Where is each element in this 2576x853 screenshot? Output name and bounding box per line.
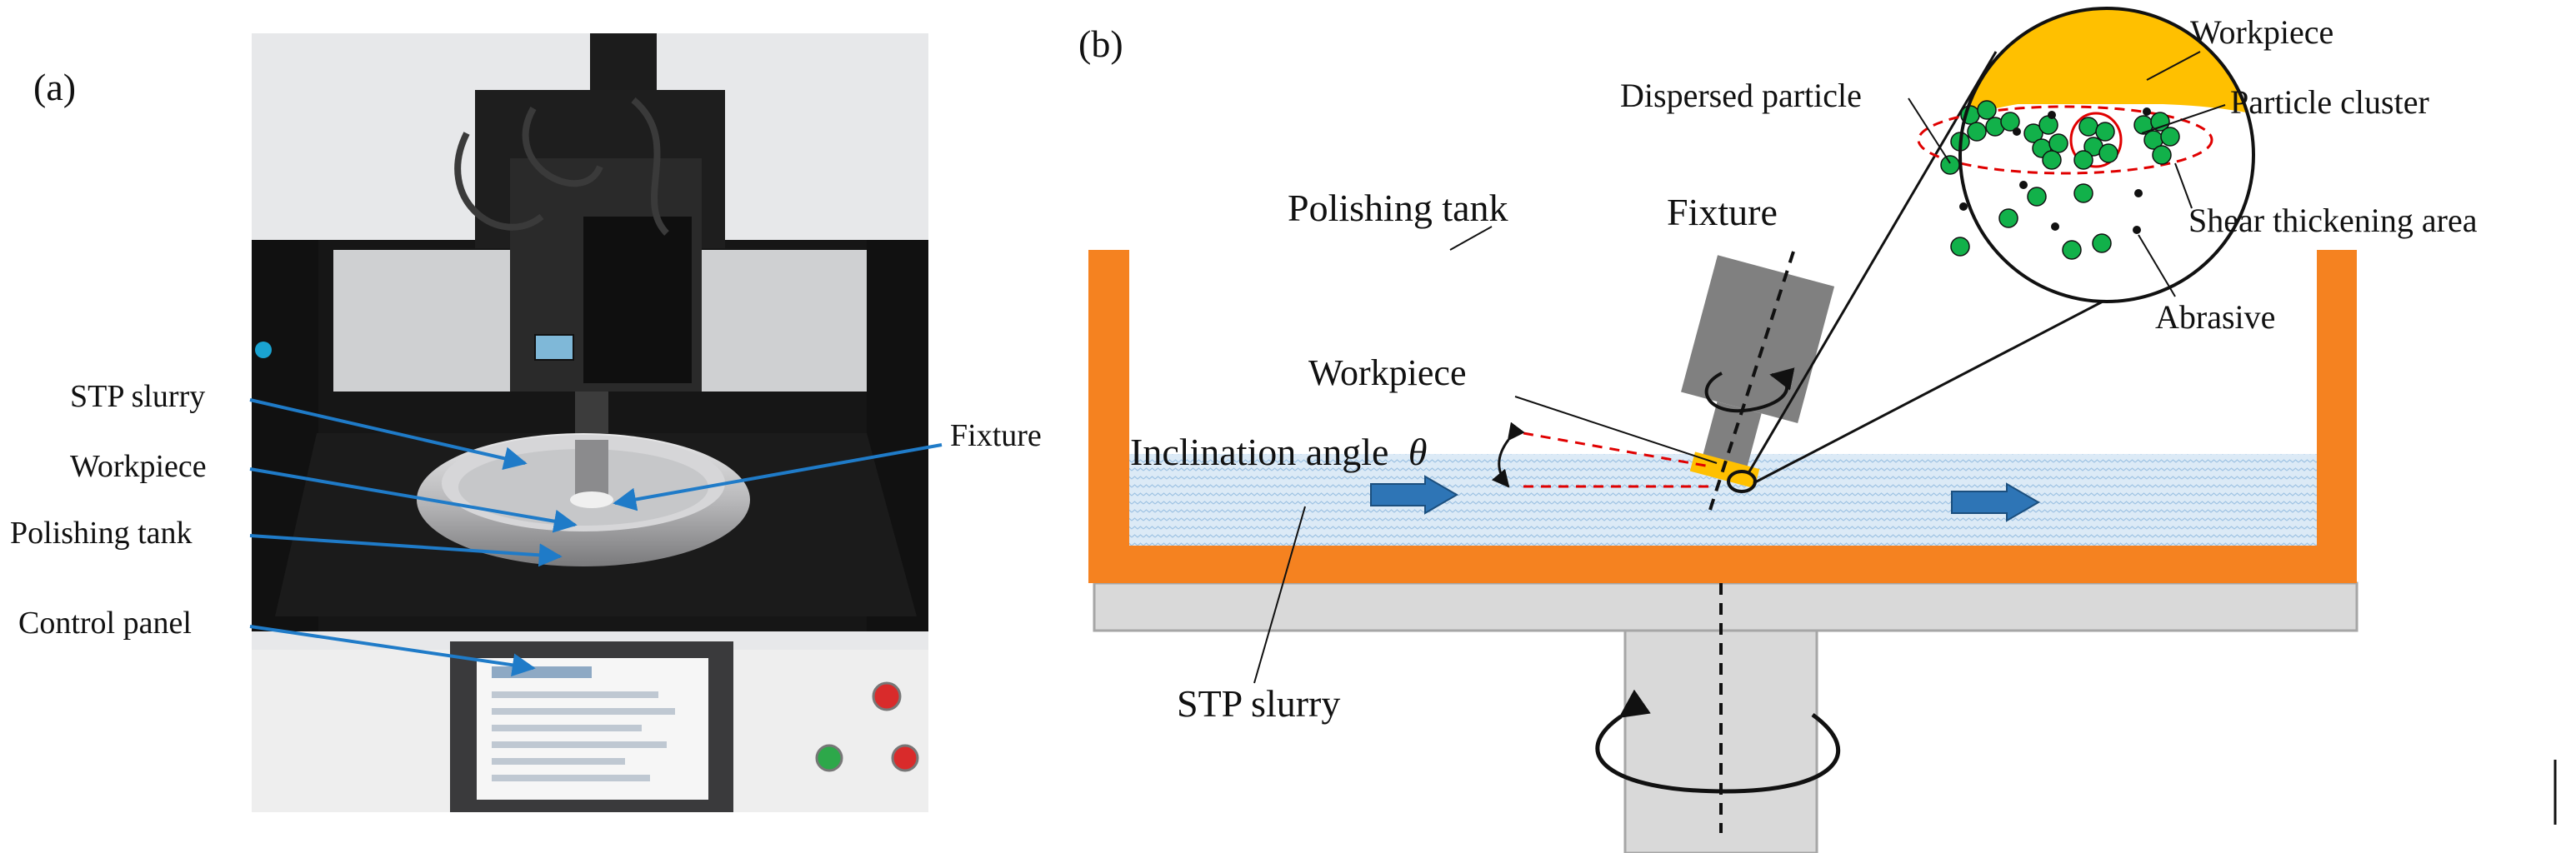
label-mag-workpiece: Workpiece [2190, 13, 2333, 51]
screen-bar-5 [492, 741, 667, 748]
label-polishing-tank-a: Polishing tank [10, 516, 193, 551]
particle [2098, 143, 2118, 163]
fixture-shaft [1702, 402, 1762, 471]
leader-workpiece-b [1514, 396, 1718, 464]
workpiece-holder [575, 440, 608, 498]
leader-mag-workpiece [2146, 51, 2201, 81]
particle-group [1940, 100, 2180, 260]
flow-arrow-right [1951, 482, 2040, 522]
particle [1950, 237, 1970, 257]
fixture-axis [1708, 251, 1795, 511]
callout-arrows-a [249, 398, 943, 677]
red-button-bottom [891, 744, 919, 772]
leader-stp-slurry-b [1253, 506, 1306, 684]
table-base [1093, 581, 2358, 632]
label-shear-thickening-area: Shear thickening area [2188, 202, 2478, 239]
abrasive [2133, 226, 2141, 234]
label-dispersed-particle: Dispersed particle [1620, 77, 1862, 114]
abrasive [2143, 107, 2151, 116]
particle [2092, 233, 2112, 253]
leader-polishing-tank [1449, 226, 1493, 251]
magnifier [1917, 7, 2255, 303]
particle [2073, 150, 2093, 170]
particle [2095, 122, 2115, 142]
particle [2073, 183, 2093, 203]
abrasive [1959, 202, 1968, 211]
label-fixture-b: Fixture [1667, 191, 1778, 233]
abrasive [2013, 127, 2021, 136]
particle [2062, 240, 2082, 260]
particle [1977, 100, 1997, 120]
label-particle-cluster: Particle cluster [2230, 83, 2429, 121]
inclination-angle-text: Inclination angle [1130, 431, 1388, 473]
magnifier-connector-right [1753, 277, 2147, 485]
particle [2027, 187, 2047, 207]
magnifier-outline [1958, 7, 2255, 303]
motor-block [583, 217, 692, 383]
abrasive [2048, 111, 2056, 119]
label-stp-slurry-a: STP slurry [70, 379, 205, 414]
label-stp-slurry-b: STP slurry [1177, 682, 1340, 725]
screen-bar-7 [492, 775, 650, 781]
red-button-top [872, 681, 902, 711]
workpiece-b [1689, 451, 1760, 489]
status-light [255, 342, 272, 358]
callout-control-panel [249, 625, 536, 677]
particle [2000, 112, 2020, 132]
shear-thickening-area [1917, 105, 2213, 175]
fixture-rotation-arrow [1704, 367, 1795, 413]
panel-b-tag: (b) [1078, 22, 1123, 65]
fixture-head [1681, 255, 1835, 424]
abrasive [2019, 181, 2028, 189]
particle [1967, 122, 1987, 142]
callout-stp-slurry [249, 398, 528, 470]
screen-bar-6 [492, 758, 625, 765]
rotation-arrow [1595, 689, 1840, 794]
particle [2023, 123, 2043, 143]
label-abrasive: Abrasive [2155, 298, 2275, 336]
incline-line-upper [1523, 431, 1711, 468]
abrasive-group [1959, 107, 2151, 234]
particle [2042, 150, 2062, 170]
particle [2038, 115, 2058, 135]
label-fixture-a: Fixture [950, 418, 1042, 453]
flow-arrow-left [1370, 475, 1458, 515]
particle [2160, 127, 2180, 147]
particle [1998, 208, 2018, 228]
green-button [815, 744, 843, 772]
abrasive [2134, 189, 2143, 197]
callout-fixture [613, 443, 943, 511]
label-inclination-angle: Inclination angle θ [1130, 431, 1428, 473]
angle-arc [1491, 422, 1525, 488]
screen-bar-1 [492, 666, 592, 678]
leader-shear-thickening [2174, 162, 2193, 209]
screen-bar-3 [492, 708, 675, 715]
leader-dispersed-particle [1908, 97, 1951, 164]
particle [2048, 133, 2068, 153]
label-workpiece-b: Workpiece [1308, 352, 1466, 393]
panel-a-tag: (a) [33, 66, 76, 108]
particle [2152, 145, 2172, 165]
magnifier-connector-left [1747, 51, 1998, 474]
fixture-assembly [1681, 255, 1835, 489]
abrasive [2051, 222, 2059, 231]
label-polishing-tank-b: Polishing tank [1288, 187, 1508, 229]
label-workpiece-a: Workpiece [70, 449, 207, 484]
label-control-panel-a: Control panel [18, 606, 192, 641]
screen-bar-4 [492, 725, 642, 731]
machine-photo [252, 33, 928, 812]
callout-workpiece [249, 467, 578, 533]
screen-bar-2 [492, 691, 658, 698]
motor-display [534, 334, 574, 361]
cluster-highlight [2069, 112, 2123, 168]
leader-particle-cluster [2141, 104, 2226, 134]
theta-symbol: θ [1408, 431, 1428, 473]
particle [1940, 155, 1960, 175]
workpiece-disc [570, 491, 613, 508]
particle [2078, 117, 2098, 137]
callout-polishing-tank [249, 534, 563, 567]
leader-abrasive [2138, 234, 2176, 297]
cables [454, 97, 669, 236]
